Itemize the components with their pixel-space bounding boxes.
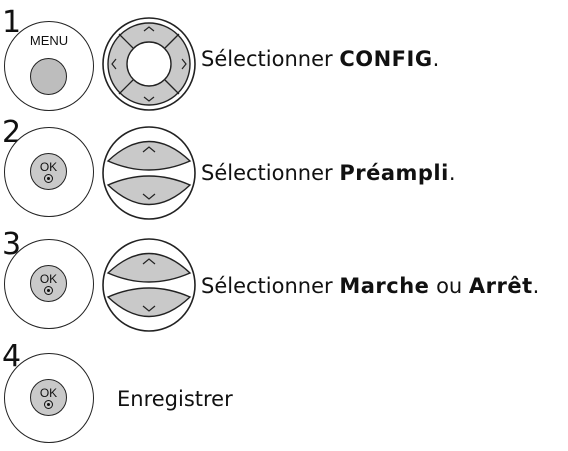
step-3: 3 OK Sélectionner Marche ou Arrêt. <box>0 224 568 332</box>
menu-button-face <box>30 58 67 95</box>
step-1-instruction: Sélectionner CONFIG. <box>201 47 440 71</box>
option-on: Marche <box>339 274 430 298</box>
menu-item-name: Préampli <box>339 161 449 185</box>
ok-button-face: OK <box>30 265 67 302</box>
up-down-buttons-icon <box>102 238 196 332</box>
up-down-buttons-icon <box>102 126 196 220</box>
step-2-instruction: Sélectionner Préampli. <box>201 161 456 185</box>
menu-item-name: CONFIG <box>339 47 433 71</box>
step-3-instruction: Sélectionner Marche ou Arrêt. <box>201 274 540 298</box>
ok-button-icon: OK <box>4 127 94 217</box>
step-number: 1 <box>2 5 22 40</box>
step-number: 4 <box>2 339 22 374</box>
ok-button-icon: OK <box>4 239 94 329</box>
step-4: 4 OK Enregistrer <box>0 336 568 451</box>
dpad-navigation-icon <box>102 17 196 111</box>
step-4-instruction: Enregistrer <box>117 387 233 411</box>
menu-button-label: MENU <box>29 33 69 48</box>
ok-button-icon: OK <box>4 353 94 443</box>
menu-button-icon: MENU <box>4 21 94 111</box>
ok-button-face: OK <box>30 153 67 190</box>
option-off: Arrêt <box>468 274 533 298</box>
step-2: 2 OK Sélectionner Préampli. <box>0 112 568 220</box>
ok-button-face: OK <box>30 379 67 416</box>
step-1: 1 MENU Sélectionner CONFIG. <box>0 0 568 112</box>
